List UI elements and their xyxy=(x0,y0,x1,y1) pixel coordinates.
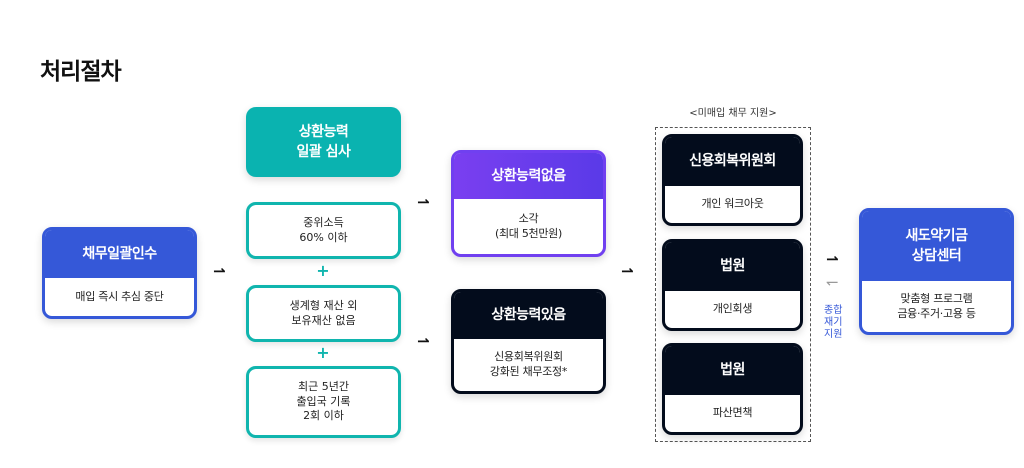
center-card: 새도약기금 상담센터 맞춤형 프로그램 금융·주거·고용 등 xyxy=(859,208,1014,335)
support-label: 종합 재기 지원 xyxy=(824,305,843,340)
card-header: 채무일괄인수 xyxy=(45,230,194,278)
criterion-travel: 최근 5년간 출입국 기록 2회 이하 xyxy=(246,366,401,438)
card-header: 법원 xyxy=(665,346,800,395)
review-header: 상환능력 일괄 심사 xyxy=(246,107,401,177)
arrow-left-icon: ↽ xyxy=(826,273,839,291)
card-header: 상환능력없음 xyxy=(454,153,603,199)
plus-icon: + xyxy=(316,343,330,362)
debt-acquisition-card: 채무일괄인수 매입 즉시 추심 중단 xyxy=(42,227,197,319)
unpurchased-card: 신용회복위원회 개인 워크아웃 xyxy=(662,134,803,226)
criterion-assets: 생계형 재산 외 보유재산 없음 xyxy=(246,285,401,342)
card-body: 파산면책 xyxy=(712,406,753,420)
arrow-right-icon: ⇀ xyxy=(417,193,430,211)
card-header: 법원 xyxy=(665,242,800,291)
page-title: 처리절차 xyxy=(40,59,122,85)
card-header: 상환능력있음 xyxy=(454,292,603,339)
card-body: 소각 (최대 5천만원) xyxy=(495,211,562,240)
has-capacity-card: 상환능력있음 신용회복위원회 강화된 채무조정* xyxy=(451,289,606,394)
card-header: 신용회복위원회 xyxy=(665,137,800,186)
card-body: 매입 즉시 추심 중단 xyxy=(75,289,164,303)
card-header: 새도약기금 상담센터 xyxy=(862,211,1011,281)
criterion-income: 중위소득 60% 이하 xyxy=(246,202,401,259)
plus-icon: + xyxy=(316,261,330,280)
card-body: 개인 워크아웃 xyxy=(701,197,764,211)
unpurchased-group xyxy=(655,127,811,442)
card-body: 신용회복위원회 강화된 채무조정* xyxy=(489,350,568,378)
no-capacity-card: 상환능력없음 소각 (최대 5천만원) xyxy=(451,150,606,257)
card-body: 개인회생 xyxy=(712,302,753,316)
arrow-right-icon: ⇀ xyxy=(417,332,430,350)
arrow-right-icon: ⇀ xyxy=(826,250,839,268)
unpurchased-card: 법원 파산면책 xyxy=(662,343,803,435)
card-body: 맞춤형 프로그램 금융·주거·고용 등 xyxy=(897,291,976,320)
arrow-right-icon: ⇀ xyxy=(213,262,226,280)
arrow-right-icon: ⇀ xyxy=(621,262,634,280)
unpurchased-label: <미매입 채무 지원> xyxy=(689,108,777,119)
unpurchased-card: 법원 개인회생 xyxy=(662,239,803,331)
